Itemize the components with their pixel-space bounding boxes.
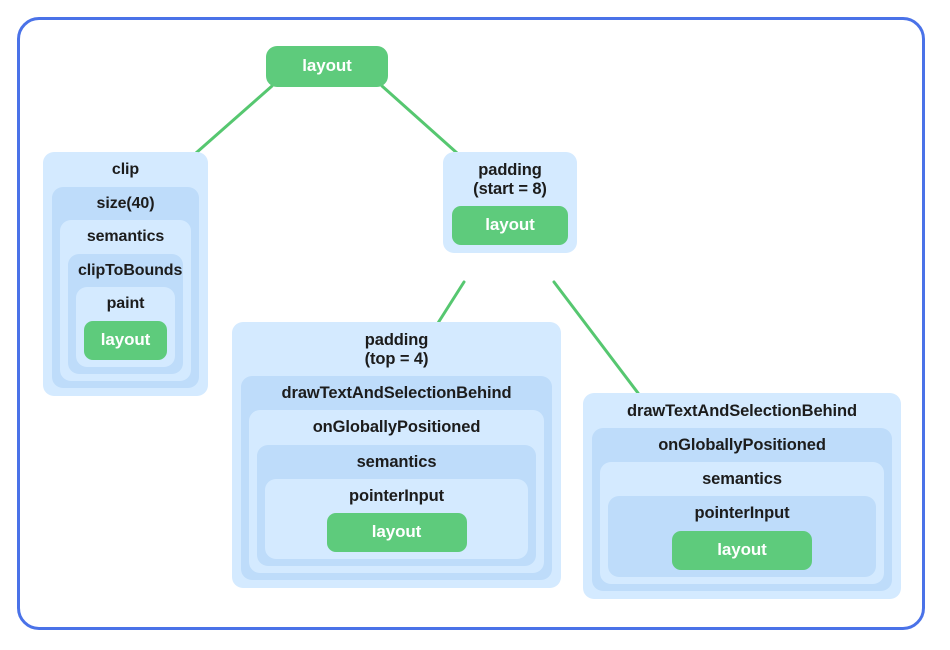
wrapper-drawtextandselectionbehind[interactable]: drawTextAndSelectionBehind onGloballyPos… (241, 376, 552, 580)
diagram-frame (17, 17, 925, 630)
leaf-layout-padding-start[interactable]: layout (452, 206, 568, 246)
wrapper-paint-label: paint (106, 295, 145, 313)
node-padding-top-stack[interactable]: padding (top = 4) drawTextAndSelectionBe… (232, 322, 561, 588)
wrapper-padding-top[interactable]: padding (top = 4) drawTextAndSelectionBe… (232, 322, 561, 588)
wrapper-pointerinput-label: pointerInput (348, 486, 445, 505)
wrapper-cliptobounds-label: clipToBounds (78, 261, 183, 279)
wrapper-cliptobounds[interactable]: clipToBounds paint layout (68, 253, 183, 374)
wrapper-ongloballypositioned-label: onGloballyPositioned (312, 418, 481, 437)
leaf-layout-padding-top[interactable]: layout (326, 512, 467, 552)
wrapper-ongloballypositioned-right-label: onGloballyPositioned (658, 436, 826, 455)
wrapper-paint[interactable]: paint layout (76, 287, 175, 367)
wrapper-size[interactable]: size(40) semantics clipToBounds paint la… (52, 186, 199, 388)
wrapper-padding-start-label: padding (start = 8) (473, 161, 547, 199)
node-padding-start-stack[interactable]: padding (start = 8) layout (443, 152, 577, 254)
node-clip-stack[interactable]: clip size(40) semantics clipToBounds pai… (43, 152, 208, 396)
wrapper-clip[interactable]: clip size(40) semantics clipToBounds pai… (43, 152, 208, 396)
wrapper-drawtextandselectionbehind-right[interactable]: drawTextAndSelectionBehind onGloballyPos… (583, 393, 901, 599)
wrapper-padding-start[interactable]: padding (start = 8) layout (443, 152, 577, 254)
wrapper-clip-label: clip (111, 161, 140, 178)
leaf-layout-clip[interactable]: layout (84, 320, 167, 360)
node-root-layout[interactable]: layout (266, 46, 388, 87)
wrapper-semantics-2-label: semantics (356, 452, 437, 471)
wrapper-pointerinput[interactable]: pointerInput layout (265, 478, 528, 559)
leaf-layout-root[interactable]: layout (266, 46, 388, 87)
wrapper-semantics-right-label: semantics (702, 470, 782, 489)
wrapper-ongloballypositioned-right[interactable]: onGloballyPositioned semantics pointerIn… (592, 428, 892, 591)
node-dtasb-right-stack[interactable]: drawTextAndSelectionBehind onGloballyPos… (583, 393, 901, 599)
wrapper-size-label: size(40) (96, 194, 155, 212)
wrapper-pointerinput-right[interactable]: pointerInput layout (608, 496, 876, 577)
wrapper-pointerinput-right-label: pointerInput (694, 504, 790, 523)
wrapper-semantics[interactable]: semantics clipToBounds paint layout (60, 220, 191, 381)
wrapper-padding-top-label: padding (top = 4) (364, 331, 429, 369)
wrapper-drawtextandselectionbehind-right-label: drawTextAndSelectionBehind (627, 402, 857, 420)
wrapper-ongloballypositioned[interactable]: onGloballyPositioned semantics pointerIn… (249, 410, 544, 573)
wrapper-drawtextandselectionbehind-label: drawTextAndSelectionBehind (281, 384, 512, 403)
leaf-layout-dtasb-right[interactable]: layout (672, 530, 812, 570)
wrapper-semantics-2[interactable]: semantics pointerInput layout (257, 444, 536, 566)
wrapper-semantics-right[interactable]: semantics pointerInput layout (600, 462, 884, 584)
wrapper-semantics-label: semantics (86, 228, 165, 246)
